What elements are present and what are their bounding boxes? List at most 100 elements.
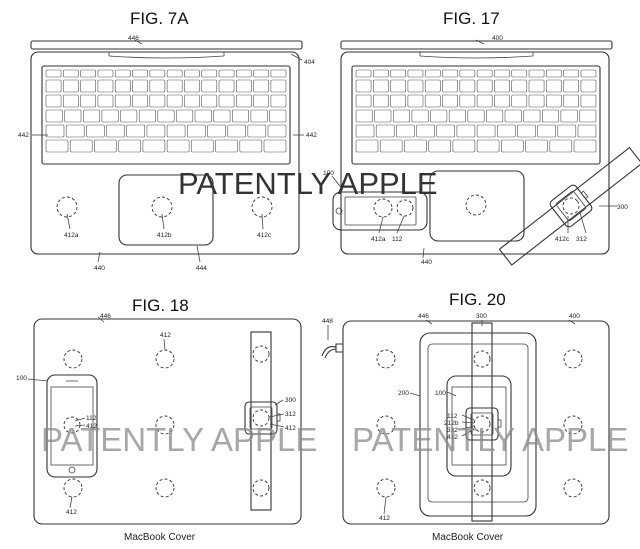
keyboard-key	[166, 94, 183, 108]
fig-20-macbook-cover	[342, 320, 610, 525]
keyboard-key	[476, 94, 493, 108]
keyboard-key	[64, 109, 82, 123]
fig-17-display-lid	[340, 40, 613, 50]
fig-20-cable-connector	[335, 343, 343, 353]
fig-20-label-112: 112	[447, 413, 458, 420]
keyboard-key	[157, 109, 175, 123]
watermark-fig-18: PATENTLY APPLE	[41, 421, 317, 458]
fig-20-phone	[446, 375, 512, 477]
keyboard-key	[166, 79, 183, 93]
fig-20-label-412-bottom: 412	[379, 515, 390, 522]
fig-17-label-312: 312	[576, 236, 587, 243]
fig-18-coil-312	[252, 409, 270, 427]
fig-18-label-100: 100	[16, 375, 27, 382]
keyboard-key	[549, 139, 573, 153]
fig-20: FIG. 20	[321, 290, 610, 543]
keyboard-key	[62, 79, 79, 93]
fig-20-coil	[376, 349, 396, 369]
keyboard-key	[545, 69, 562, 78]
fig-7a-display-lid	[30, 40, 303, 50]
keyboard-key	[201, 79, 218, 93]
fig-7a-coil-412a	[56, 196, 78, 218]
keyboard-key	[476, 69, 493, 78]
keyboard-key	[45, 124, 65, 138]
keyboard-key	[563, 79, 579, 93]
fig-20-coil	[563, 349, 583, 369]
fig-20-title: FIG. 20	[449, 290, 506, 309]
keyboard-key	[557, 124, 577, 138]
fig-18-coil	[63, 349, 83, 369]
keyboard-key	[448, 109, 466, 123]
fig-17-label-412c: 412c	[555, 236, 570, 243]
fig-17: FIG. 17	[323, 9, 640, 266]
keyboard-key	[560, 109, 578, 123]
fig-20-caption: MacBook Cover	[432, 532, 504, 543]
fig-20-label-300: 300	[476, 313, 487, 320]
keyboard-key	[541, 109, 559, 123]
fig-20-coil	[376, 478, 396, 498]
keyboard-key	[355, 124, 375, 138]
keyboard-key	[476, 139, 500, 153]
fig-17-coil-312	[562, 197, 580, 215]
fig-20-label-312: 312	[447, 427, 458, 434]
keyboard-key	[184, 79, 200, 93]
keyboard-key	[270, 69, 287, 78]
keyboard-key	[146, 124, 166, 138]
keyboard-key	[511, 79, 528, 93]
keyboard-key	[496, 124, 516, 138]
keyboard-key	[201, 94, 218, 108]
fig-7a-label-412b: 412b	[157, 232, 172, 239]
keyboard-key	[45, 79, 62, 93]
keyboard-key	[355, 79, 372, 93]
fig-18-label-300: 300	[285, 397, 296, 404]
keyboard-key	[407, 69, 424, 78]
keyboard-key	[500, 139, 524, 153]
keyboard-key	[424, 94, 441, 108]
keyboard-key	[97, 69, 114, 78]
fig-17-label-400: 400	[492, 35, 503, 42]
keyboard-key	[528, 79, 545, 93]
fig-17-coil-112	[396, 199, 414, 217]
keyboard-key	[486, 109, 504, 123]
keyboard-key	[372, 79, 389, 93]
keyboard-key	[80, 79, 96, 93]
keyboard-key	[253, 69, 270, 78]
fig-20-label-448: 448	[322, 318, 333, 325]
keyboard-key	[232, 109, 250, 123]
fig-18-label-446: 446	[100, 313, 111, 320]
keyboard-key	[476, 124, 496, 138]
keyboard-key	[424, 69, 441, 78]
fig-7a-laptop-base	[30, 51, 300, 255]
watermark-top: PATENTLY APPLE	[178, 166, 438, 201]
fig-18-phone	[46, 374, 98, 478]
keyboard-key	[218, 69, 235, 78]
fig-18-label-412-watch: 412	[285, 425, 296, 432]
keyboard-key	[236, 94, 252, 108]
keyboard-key	[149, 94, 166, 108]
keyboard-key	[494, 69, 510, 78]
fig-17-label-112: 112	[392, 236, 403, 243]
keyboard-key	[355, 139, 379, 153]
keyboard-key	[456, 124, 476, 138]
keyboard-key	[187, 124, 206, 138]
keyboard-key	[374, 109, 392, 123]
keyboard-key	[504, 109, 522, 123]
keyboard-key	[476, 79, 493, 93]
keyboard-key	[459, 79, 476, 93]
keyboard-key	[86, 124, 105, 138]
keyboard-key	[236, 69, 252, 78]
fig-18-caption: MacBook Cover	[124, 532, 196, 543]
fig-20-coil	[376, 415, 396, 435]
keyboard-key	[263, 139, 287, 153]
keyboard-key	[213, 109, 231, 123]
keyboard-key	[138, 109, 156, 123]
fig-18-coil	[63, 478, 83, 498]
keyboard-key	[101, 109, 119, 123]
fig-17-coil-412a	[373, 198, 393, 218]
fig-17-trackpad	[429, 170, 525, 242]
keyboard-key	[247, 124, 267, 138]
keyboard-key	[390, 69, 407, 78]
fig-17-laptop-base	[340, 51, 610, 255]
keyboard-key	[132, 79, 148, 93]
keyboard-key	[270, 79, 287, 93]
